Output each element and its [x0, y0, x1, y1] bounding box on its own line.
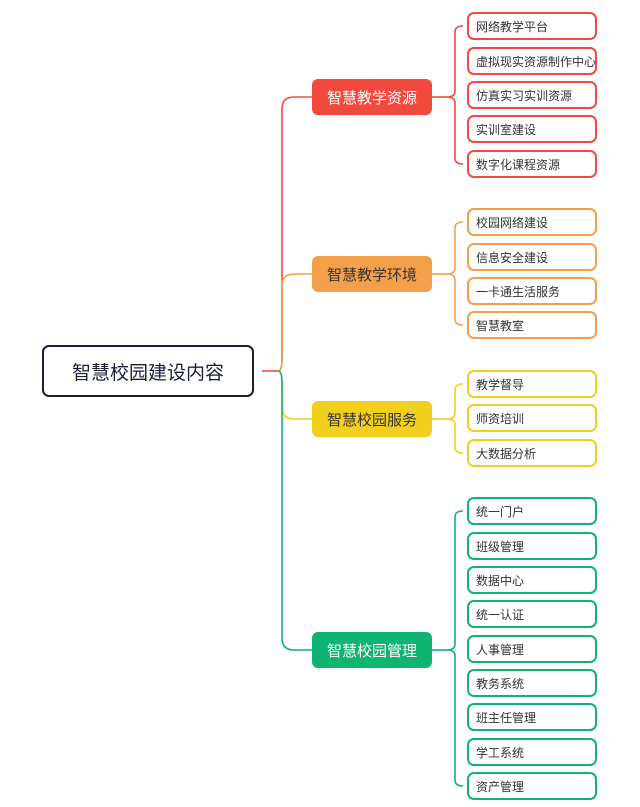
branch-connector: [277, 273, 312, 372]
leaf-bracket: [446, 383, 464, 454]
branch-node-teaching-resources: 智慧教学资源: [312, 79, 432, 115]
leaf-bracket: [446, 25, 464, 165]
leaf-node: 统一门户: [467, 497, 597, 525]
leaf-node: 班级管理: [467, 532, 597, 560]
leaf-label: 仿真实习实训资源: [476, 88, 573, 103]
leaf-node: 教学督导: [467, 370, 597, 398]
leaf-label: 虚拟现实资源制作中心: [476, 54, 597, 69]
leaf-node: 大数据分析: [467, 439, 597, 467]
leaf-label: 人事管理: [476, 642, 525, 657]
branch-label: 智慧教学环境: [326, 265, 417, 284]
root-label: 智慧校园建设内容: [71, 361, 224, 384]
leaf-label: 班级管理: [476, 539, 525, 554]
leaf-node: 校园网络建设: [467, 208, 597, 236]
leaf-label: 数字化课程资源: [476, 157, 561, 172]
leaf-node: 教务系统: [467, 669, 597, 697]
leaf-bracket: [446, 510, 464, 787]
branch-node-campus-management: 智慧校园管理: [312, 632, 432, 668]
leaf-label: 大数据分析: [476, 446, 537, 461]
leaf-node: 人事管理: [467, 635, 597, 663]
leaf-node: 一卡通生活服务: [467, 277, 597, 305]
leaf-node: 虚拟现实资源制作中心: [467, 47, 597, 75]
leaf-label: 教学督导: [476, 377, 525, 392]
branch-connector: [277, 370, 312, 420]
leaf-node: 信息安全建设: [467, 243, 597, 271]
branch-connector: [277, 96, 312, 372]
leaf-label: 教务系统: [476, 676, 525, 691]
branch-label: 智慧校园管理: [326, 641, 417, 660]
leaf-node: 班主任管理: [467, 703, 597, 731]
branch-node-teaching-environment: 智慧教学环境: [312, 256, 432, 292]
root-node: 智慧校园建设内容: [42, 345, 254, 397]
leaf-node: 仿真实习实训资源: [467, 81, 597, 109]
leaf-label: 学工系统: [476, 745, 525, 760]
branch-connector: [277, 370, 312, 651]
leaf-label: 智慧教室: [476, 318, 525, 333]
leaf-node: 智慧教室: [467, 311, 597, 339]
leaf-label: 资产管理: [476, 779, 525, 794]
leaf-node: 网络教学平台: [467, 12, 597, 40]
leaf-label: 校园网络建设: [476, 215, 549, 230]
leaf-label: 统一认证: [476, 607, 525, 622]
leaf-label: 网络教学平台: [476, 19, 549, 34]
leaf-node: 数据中心: [467, 566, 597, 594]
leaf-node: 实训室建设: [467, 115, 597, 143]
branch-label: 智慧教学资源: [326, 88, 417, 107]
leaf-node: 师资培训: [467, 404, 597, 432]
leaf-node: 数字化课程资源: [467, 150, 597, 178]
leaf-label: 信息安全建设: [476, 250, 549, 265]
leaf-label: 班主任管理: [476, 710, 537, 725]
branch-node-campus-services: 智慧校园服务: [312, 401, 432, 437]
leaf-node: 资产管理: [467, 772, 597, 800]
branch-label: 智慧校园服务: [326, 410, 417, 429]
leaf-label: 师资培训: [476, 411, 525, 426]
leaf-label: 数据中心: [476, 573, 525, 588]
leaf-label: 一卡通生活服务: [476, 284, 561, 299]
leaf-bracket: [446, 221, 464, 326]
leaf-label: 统一门户: [476, 504, 525, 519]
leaf-label: 实训室建设: [476, 122, 537, 137]
leaf-node: 学工系统: [467, 738, 597, 766]
leaf-node: 统一认证: [467, 600, 597, 628]
